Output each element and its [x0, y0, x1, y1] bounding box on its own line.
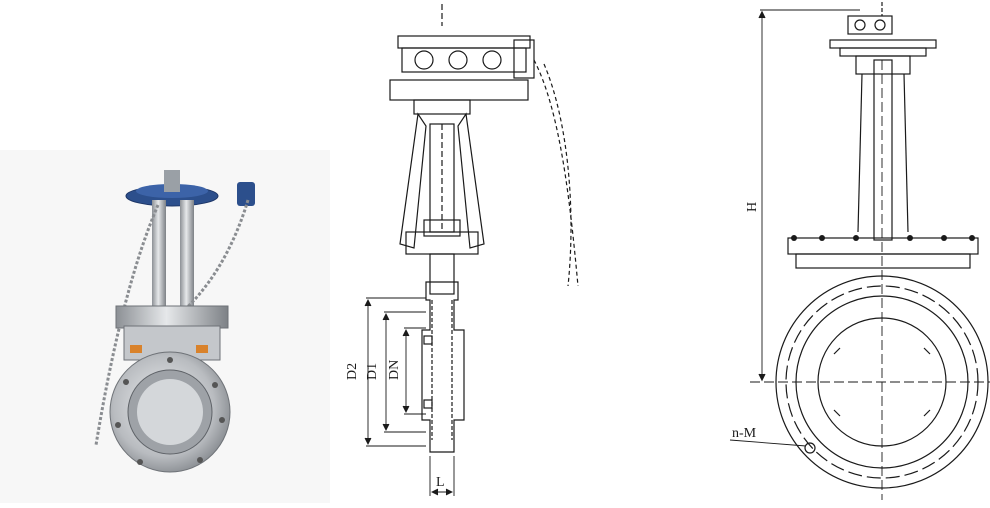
dim-n-m-label: n-M [732, 426, 757, 441]
handwheel [125, 170, 255, 207]
dim-l-label: L [436, 475, 445, 490]
valve-section-drawing: D2 D1 DN L [345, 4, 579, 496]
valve-body [109, 351, 231, 473]
dim-dn-label: DN [387, 360, 402, 380]
valve-photo-panel [0, 0, 330, 503]
dim-h-label: H [745, 202, 760, 212]
front-elevation-panel: H n-M [660, 0, 990, 503]
section-drawing-panel: D2 D1 DN L [330, 0, 660, 503]
dim-d1-label: D1 [365, 363, 380, 380]
knife-gate-valve-photo [0, 150, 330, 503]
dim-d2-label: D2 [345, 363, 360, 380]
valve-front-elevation-drawing: H n-M [729, 2, 990, 500]
